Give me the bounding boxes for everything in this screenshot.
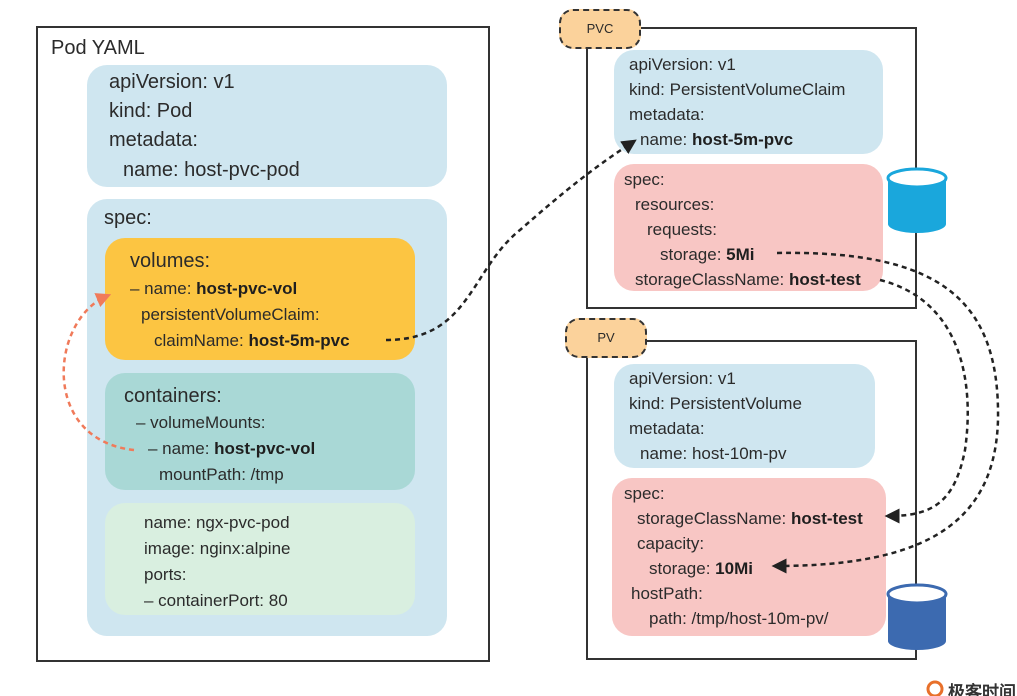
pv-metadata-label: metadata:: [629, 419, 705, 438]
pvc-storage-class: storageClassName: host-test: [635, 270, 861, 290]
volumes-label: volumes:: [130, 250, 211, 272]
volume-claim-name: claimName: host-5m-pvc: [154, 331, 350, 351]
pv-spec-panel: spec: storageClassName: host-test capaci…: [612, 478, 886, 636]
volume-pvc-key: persistentVolumeClaim:: [141, 305, 320, 324]
container-image: image: nginx:alpine: [144, 539, 291, 558]
pvc-tag: PVC: [559, 9, 641, 49]
pv-metadata-panel: apiVersion: v1 kind: PersistentVolume me…: [614, 364, 875, 468]
mount-name-key: – name:: [148, 439, 215, 458]
pvc-storage: storage: 5Mi: [660, 245, 755, 265]
pvc-name: name: host-5m-pvc: [640, 130, 793, 150]
pvc-class-key: storageClassName:: [635, 270, 790, 289]
pv-class-key: storageClassName:: [637, 509, 792, 528]
volume-name: – name: host-pvc-vol: [130, 279, 297, 299]
pvc-class-value: host-test: [789, 270, 861, 289]
volumes-panel: volumes: – name: host-pvc-vol persistent…: [105, 238, 415, 360]
container-name: name: ngx-pvc-pod: [144, 513, 290, 532]
volume-name-key: – name:: [130, 279, 197, 298]
pvc-requests-label: requests:: [647, 220, 717, 239]
pod-kind: kind: Pod: [109, 100, 193, 122]
containers-label: containers:: [124, 385, 222, 407]
pvc-spec-label: spec:: [624, 170, 665, 189]
volume-name-value: host-pvc-vol: [196, 279, 298, 298]
container-ports: ports:: [144, 565, 187, 584]
pv-storage-value: 10Mi: [715, 559, 753, 578]
brand-logo: 极客时间: [922, 678, 1017, 696]
containers-panel: containers: – volumeMounts: – name: host…: [105, 373, 415, 490]
pod-api-version: apiVersion: v1: [109, 71, 235, 93]
pvc-spec-panel: spec: resources: requests: storage: 5Mi …: [614, 164, 883, 291]
pv-spec-label: spec:: [624, 484, 665, 503]
mount-name-value: host-pvc-vol: [214, 439, 316, 458]
pod-metadata-panel: apiVersion: v1 kind: Pod metadata: name:…: [87, 65, 447, 187]
pvc-name-value: host-5m-pvc: [691, 130, 794, 149]
pod-name: name: host-pvc-pod: [123, 159, 300, 181]
volume-mounts-key: – volumeMounts:: [136, 413, 266, 432]
container-port: – containerPort: 80: [144, 591, 288, 610]
pvc-name-key: name:: [640, 130, 692, 149]
mount-name: – name: host-pvc-vol: [148, 439, 315, 459]
pv-api-version: apiVersion: v1: [629, 369, 736, 388]
pv-class-value: host-test: [791, 509, 863, 528]
mount-path: mountPath: /tmp: [159, 465, 284, 484]
pv-host-path-label: hostPath:: [631, 584, 703, 603]
claim-name-key: claimName:: [154, 331, 249, 350]
pv-name: name: host-10m-pv: [640, 444, 787, 463]
pv-kind: kind: PersistentVolume: [629, 394, 802, 413]
pod-spec-label: spec:: [104, 207, 152, 229]
pvc-api-version: apiVersion: v1: [629, 55, 736, 74]
pv-path: path: /tmp/host-10m-pv/: [649, 609, 829, 628]
pvc-storage-value: 5Mi: [726, 245, 755, 264]
pvc-resources-label: resources:: [635, 195, 715, 214]
brand-logo-text: 极客时间: [948, 683, 1016, 696]
pvc-metadata-label: metadata:: [629, 105, 705, 124]
pv-storage-class: storageClassName: host-test: [637, 509, 863, 529]
pvc-kind: kind: PersistentVolumeClaim: [629, 80, 846, 99]
pv-storage: storage: 10Mi: [649, 559, 753, 579]
claim-name-value: host-5m-pvc: [248, 331, 350, 350]
pod-metadata-label: metadata:: [109, 129, 198, 151]
pod-yaml-title: Pod YAML: [51, 37, 145, 59]
brand-logo-icon: [926, 680, 944, 696]
container-info-panel: name: ngx-pvc-pod image: nginx:alpine po…: [105, 503, 415, 615]
pv-capacity-label: capacity:: [637, 534, 705, 553]
pvc-storage-key: storage:: [660, 245, 727, 264]
pvc-metadata-panel: apiVersion: v1 kind: PersistentVolumeCla…: [614, 50, 883, 154]
pv-tag: PV: [565, 318, 647, 358]
pv-storage-key: storage:: [649, 559, 716, 578]
